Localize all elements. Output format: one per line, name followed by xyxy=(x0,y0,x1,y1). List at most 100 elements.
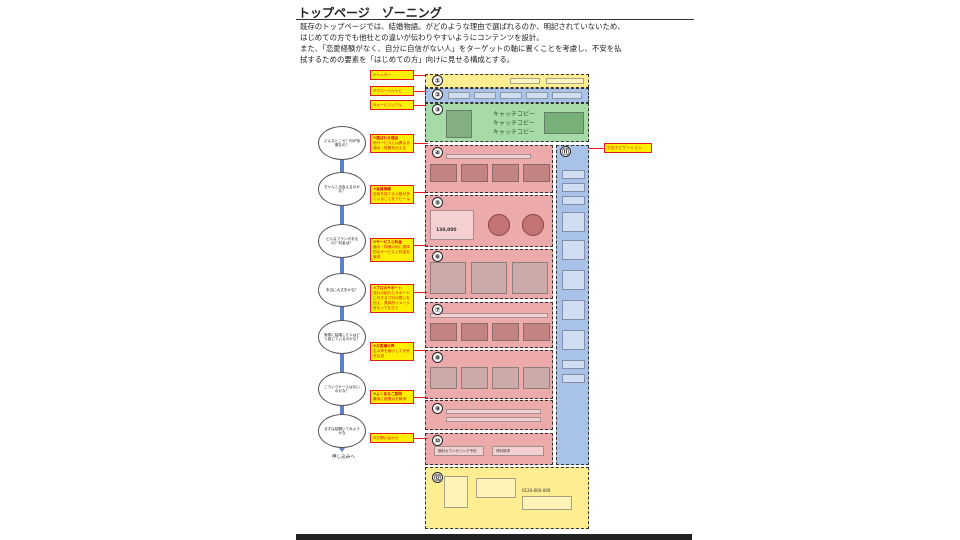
label-support: ⑦プロのサポート 流れの紹介とサポートに対するプロの想いを伝え、具体的イメージを… xyxy=(370,284,414,313)
label-heading: ⑧お客様の声 xyxy=(373,344,395,348)
zone-header xyxy=(425,74,589,88)
zone-number: ④ xyxy=(432,147,443,158)
members-pie-chart xyxy=(522,214,544,236)
right-nav-item xyxy=(562,196,585,205)
support-step xyxy=(430,323,457,341)
intro-line: はじめての方でも他社との違いが伝わりやすいようにコンテンツを設計。 xyxy=(300,33,544,42)
support-step xyxy=(523,323,550,341)
page-title: トップページ ゾーニング xyxy=(298,6,442,20)
zone-number: ⑨ xyxy=(432,403,443,414)
voice-photo xyxy=(461,367,488,389)
reason-card xyxy=(523,164,550,182)
label-faq: ⑨よくあるご質問 最後に疑問点を解消 xyxy=(370,390,414,404)
zone-global-nav xyxy=(425,88,589,103)
label-contact: ⑩お問い合わせ xyxy=(370,433,414,443)
label-text: ⑩お問い合わせ xyxy=(373,435,399,440)
key-copy: キャッチコピー キャッチコピー キャッチコピー xyxy=(484,110,544,137)
label-heading: ⑦プロのサポート xyxy=(373,286,402,290)
header-element xyxy=(510,78,540,84)
label-body: 自信を持てる人数が多くいることをアピール xyxy=(373,192,410,201)
service-photo xyxy=(512,262,548,294)
label-service: ⑥サービスと料金 強み・特徴の他に具体的なサービスと料金を訴求 xyxy=(370,238,414,262)
zone-service xyxy=(425,249,553,299)
label-connector xyxy=(588,148,604,149)
zone-reasons xyxy=(425,145,553,193)
service-photo xyxy=(471,262,507,294)
reason-card xyxy=(430,164,457,182)
right-nav-banner xyxy=(562,330,585,350)
members-pie-chart xyxy=(488,214,510,236)
zone-number: ⑦ xyxy=(432,304,443,315)
zone-number: ⑩ xyxy=(432,435,443,446)
label-heading: ④選ばれる理由 xyxy=(373,136,399,140)
intro-line: また、「恋愛経験がなく、自分に自信がない人」をターゲットの軸に置くことを考慮し、… xyxy=(300,44,622,53)
label-heading: ⑨よくあるご質問 xyxy=(373,392,402,396)
zone-number: ⑪ xyxy=(560,146,571,157)
label-connector xyxy=(414,75,428,76)
zone-faq xyxy=(425,400,553,430)
right-nav-banner xyxy=(562,240,585,260)
faq-item xyxy=(446,409,541,414)
label-connector xyxy=(414,397,428,398)
support-step xyxy=(461,323,488,341)
reason-card xyxy=(492,164,519,182)
contact-button-label: 無料カウンセリング予約 xyxy=(438,449,477,453)
zone-footer: 0120-000-000 xyxy=(425,467,589,529)
zone-number: ⑤ xyxy=(432,197,443,208)
nav-item xyxy=(474,92,496,99)
zone-members: 130,000 xyxy=(425,195,553,247)
title-divider xyxy=(296,19,694,20)
label-heading: ⑤会員情報 xyxy=(373,187,391,191)
thought-cloud: ちゃんと出会えるのかな？ xyxy=(318,172,366,206)
zone-number: ② xyxy=(432,89,443,100)
label-connector xyxy=(414,438,428,439)
thought-cloud: どんなところ？何が特徴なの？ xyxy=(318,126,366,160)
key-visual-photo xyxy=(446,110,472,138)
catch-copy: キャッチコピー xyxy=(492,111,535,118)
label-reasons: ④選ばれる理由 他サービスとは異なる強み・特徴を伝える xyxy=(370,134,414,153)
zone-contact: 無料カウンセリング予約 資料請求 xyxy=(425,433,553,465)
support-flow xyxy=(430,313,548,318)
service-photo xyxy=(430,262,466,294)
zone-number: ① xyxy=(432,75,443,86)
members-count-card xyxy=(430,210,474,240)
zone-support xyxy=(425,302,553,348)
label-members: ⑤会員情報 自信を持てる人数が多くいることをアピール xyxy=(370,185,414,204)
section-heading xyxy=(446,154,531,159)
voice-photo xyxy=(492,367,519,389)
label-right-nav: ⑪右ナビゲーション xyxy=(604,143,652,153)
nav-item xyxy=(526,92,548,99)
contact-button[interactable]: 無料カウンセリング予約 xyxy=(434,446,484,456)
reason-card xyxy=(461,164,488,182)
footer-illustration xyxy=(444,476,468,508)
key-visual-banner xyxy=(544,112,584,134)
thought-cloud: 実際に結婚した人はどう感じているのかな？ xyxy=(318,320,366,354)
label-connector xyxy=(414,91,428,92)
footer-phone: 0120-000-000 xyxy=(522,488,551,493)
label-connector xyxy=(414,245,428,246)
label-text: ⑪右ナビゲーション xyxy=(607,145,642,150)
contact-button-label: 資料請求 xyxy=(496,449,510,453)
right-nav-item xyxy=(562,183,585,192)
label-body: 他サービスとは異なる強み・特徴を伝える xyxy=(373,141,410,150)
right-nav-banner xyxy=(562,270,585,290)
thought-cloud: まずは話聞いてみようかな xyxy=(318,414,366,448)
nav-item xyxy=(448,92,470,99)
label-body: 最後に疑問点を解消 xyxy=(373,397,407,401)
zone-voice xyxy=(425,350,553,399)
intro-line: 既存のトップページでは、結婚物語。がどのような理由で選ばれるのか、明記されていな… xyxy=(300,22,625,31)
contact-button[interactable]: 資料請求 xyxy=(492,446,544,456)
zone-number: ⑧ xyxy=(432,352,443,363)
footer-links xyxy=(522,496,572,510)
zone-right-nav xyxy=(556,145,589,465)
header-element xyxy=(546,78,584,84)
nav-item xyxy=(552,92,582,99)
zone-key-visual: キャッチコピー キャッチコピー キャッチコピー xyxy=(425,103,589,142)
label-header: ①ヘッダー xyxy=(370,70,414,80)
label-connector xyxy=(414,350,428,351)
label-heading: ⑥サービスと料金 xyxy=(373,240,402,244)
label-connector xyxy=(414,143,428,144)
right-nav-item xyxy=(562,374,585,383)
label-text: ②グローバルナビ xyxy=(373,88,403,93)
